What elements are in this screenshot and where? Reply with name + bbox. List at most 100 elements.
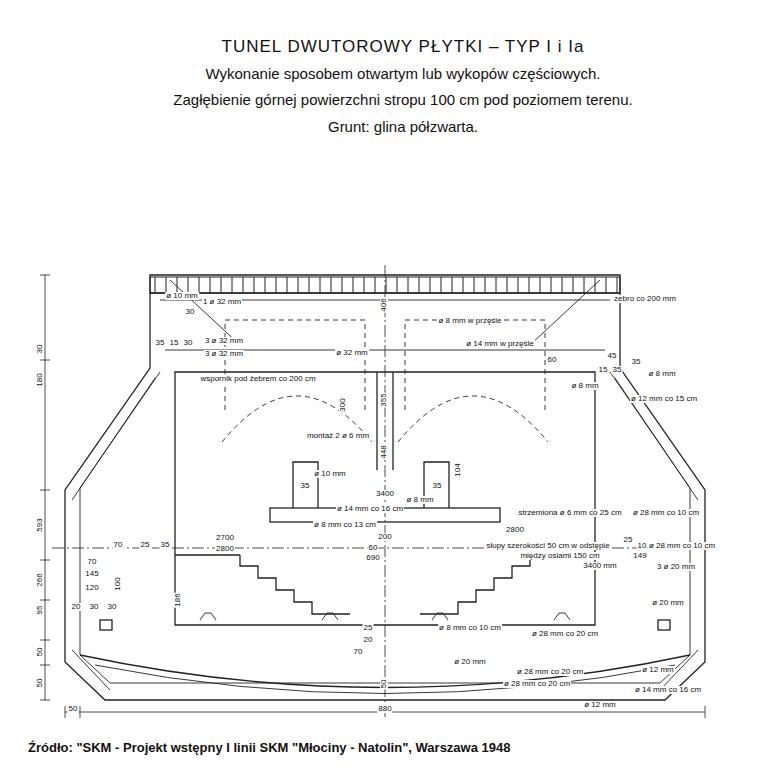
drawing-line	[200, 613, 216, 620]
dimension-label: ø 10 mm	[313, 470, 347, 478]
drawing-line	[40, 490, 50, 491]
drawing-line	[52, 265, 716, 718]
drawing-line	[222, 396, 372, 442]
drawing-line	[530, 280, 600, 345]
drawing-line	[100, 620, 112, 630]
dimension-label: 448	[380, 444, 388, 459]
dimension-label: 100	[114, 576, 122, 591]
dimension-label: 25	[363, 624, 374, 632]
dimension-label: 2800	[215, 545, 235, 553]
dimension-label: 30	[36, 344, 44, 355]
drawing-line	[554, 613, 570, 620]
drawing-line	[45, 275, 46, 700]
dimension-label: ø 14 mm co 16 cm	[336, 505, 404, 513]
dimension-label: ø 14 mm w przęśle	[465, 340, 535, 348]
dimension-label: 355	[380, 392, 388, 407]
drawing-line	[40, 665, 50, 666]
dimension-label: ø 12 mm	[641, 666, 675, 674]
dimension-label: 35	[160, 541, 171, 549]
dimension-label: 593	[36, 517, 44, 532]
drawing-line	[293, 462, 318, 508]
dimension-label: 70	[353, 648, 364, 656]
dimension-label: 180	[36, 372, 44, 387]
dimension-label: ø 28 mm co 20 cm	[503, 680, 571, 688]
dimension-label: 120	[84, 584, 99, 592]
drawing-line	[392, 372, 393, 470]
drawing-line	[322, 613, 338, 620]
dimension-label: 20	[363, 636, 374, 644]
drawing-line	[40, 640, 50, 641]
drawing-line	[705, 706, 706, 718]
drawing-line	[376, 372, 377, 470]
dimension-label: 50	[68, 705, 79, 713]
dimension-label: 15	[598, 366, 609, 374]
dimension-label: 35	[631, 358, 642, 366]
drawing-line	[72, 378, 155, 500]
dimension-label: 145	[84, 570, 99, 578]
dimension-label: ø 8 mm	[647, 370, 676, 378]
drawing-line	[240, 555, 350, 614]
dimension-label: 50	[36, 678, 44, 689]
dimension-label: ø 8 mm co 10 cm	[438, 624, 502, 632]
dimension-label: 266	[36, 572, 44, 587]
dimension-label: 25	[140, 541, 151, 549]
drawing-title: TUNEL DWUTOROWY PŁYTKI – TYP I i Ia	[222, 38, 585, 55]
dimension-label: ø 28 mm co 10 cm	[632, 509, 700, 517]
drawing-line	[65, 706, 66, 718]
drawing-line	[80, 706, 81, 718]
dimension-label: 3400 mm	[582, 562, 617, 570]
dimension-label: 20	[71, 603, 82, 611]
dimension-label: 15	[169, 339, 180, 347]
dimension-label: ø 28 mm co 20 cm	[531, 630, 599, 638]
dimension-label: 95	[36, 605, 44, 616]
dimension-label: 1 ø 32 mm	[202, 298, 242, 306]
dimension-label: 406	[380, 297, 388, 312]
drawing-line	[72, 650, 110, 690]
subtitle-line: Wykonanie sposobem otwartym lub wykopów …	[204, 66, 601, 81]
dimension-label: 70	[113, 541, 124, 549]
dimension-label: ø 8 mm co 13 cm	[313, 521, 377, 529]
dimension-label: 35	[612, 366, 623, 374]
drawing-line	[398, 396, 548, 442]
dimension-label: 70	[87, 558, 98, 566]
dimension-label: 35	[300, 482, 311, 490]
dimension-label: ø 10 mm	[165, 292, 199, 300]
dimension-label: ø 28 mm co 20 cm	[516, 668, 584, 676]
dimension-label: 2800	[505, 526, 525, 534]
dimension-label: 45	[607, 352, 618, 360]
drawing-line	[405, 320, 545, 410]
dimension-label: 2700	[215, 534, 235, 542]
dimension-label: wspornik pod żebrem co 200 cm	[199, 375, 316, 383]
subtitle-line: Grunt: glina półzwarta.	[327, 119, 479, 134]
dimension-label: ø 8 mm	[405, 496, 434, 504]
dimension-label: 3 ø 20 mm	[656, 563, 696, 571]
dimension-label: 149	[632, 552, 647, 560]
dimension-label: 25	[623, 536, 634, 544]
dimension-label: 300	[339, 397, 347, 412]
dimension-label: 186	[174, 592, 182, 607]
dimension-label: ø 8 mm w przęśle	[437, 317, 502, 325]
dimension-label: słupy szerokości 50 cm w odstępie	[485, 542, 610, 550]
dimension-label: ø 20 mm	[651, 599, 685, 607]
dimension-label: 10	[637, 542, 648, 550]
drawing-line	[658, 620, 670, 630]
dimension-label: ø 20 mm	[453, 658, 487, 666]
dimension-label: ø 12 mm co 15 cm	[630, 395, 698, 403]
dimension-label: 3 ø 32 mm	[204, 337, 244, 345]
dimension-label: 200	[377, 533, 392, 541]
dimension-label: ø 14 mm co 16 cm	[634, 686, 702, 694]
drawing-line	[40, 600, 50, 601]
dimension-label: między osiami 150 cm	[519, 552, 600, 560]
dimension-label: 30	[89, 603, 100, 611]
dimension-label: 50	[36, 647, 44, 658]
dimension-label: 3400	[375, 490, 395, 498]
drawing-line	[40, 275, 50, 276]
dimension-label: ø 12 mm	[583, 701, 617, 709]
drawing-line	[40, 360, 50, 361]
drawing-line	[615, 378, 698, 500]
dimension-label: 30	[107, 603, 118, 611]
dimension-label: ø 8 mm	[570, 382, 599, 390]
dimension-label: 50	[380, 679, 388, 690]
